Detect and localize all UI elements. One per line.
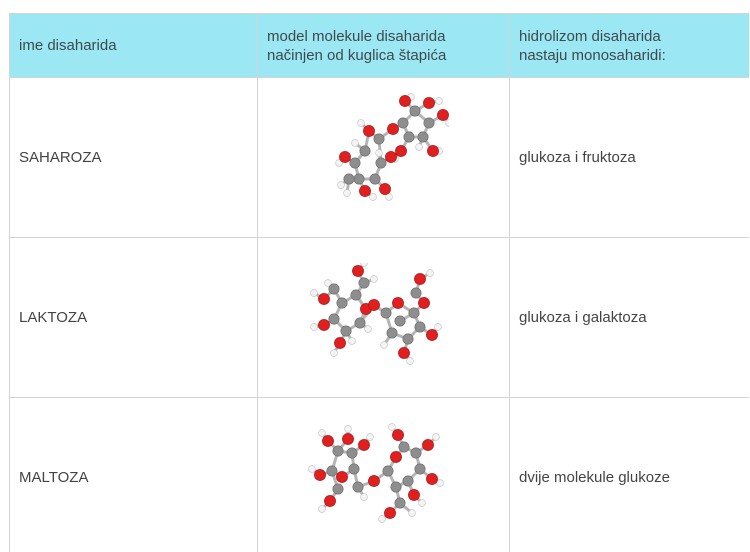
- monosaccharide-products: glukoza i galaktoza: [509, 237, 749, 398]
- model-cell: [257, 77, 510, 238]
- maltose-ball-stick-model-icon: [307, 422, 444, 523]
- monosaccharide-products: glukoza i fruktoza: [509, 77, 749, 238]
- header-name: ime disaharida: [9, 13, 258, 78]
- table-row: LAKTOZA glukoza i galaktoza: [9, 237, 749, 398]
- header-model-line1: model molekule disaharida: [267, 27, 446, 45]
- table-row: SAHAROZA glukoza i fruktoza: [9, 77, 749, 238]
- monosaccharide-products: dvije molekule glukoze: [509, 397, 749, 552]
- disaccharide-name: LAKTOZA: [9, 237, 258, 398]
- header-model-line2: načinjen od kuglica štapića: [267, 46, 447, 64]
- header-name-label: ime disaharida: [19, 37, 117, 54]
- model-cell: [257, 237, 510, 398]
- lactose-ball-stick-model-icon: [309, 262, 442, 365]
- disaccharide-name: MALTOZA: [9, 397, 258, 552]
- table-row: MALTOZA dvije molekule glukoze: [9, 397, 749, 552]
- header-products-line2: nastaju monosaharidi:: [519, 46, 666, 64]
- header-products: hidrolizom disaharida nastaju monosahari…: [509, 13, 749, 78]
- disaccharide-table-container: ime disaharida model molekule disaharida…: [9, 13, 749, 552]
- header-products-line1: hidrolizom disaharida: [519, 27, 661, 45]
- table-header-row: ime disaharida model molekule disaharida…: [9, 13, 749, 78]
- sucrose-ball-stick-model-icon: [334, 92, 449, 201]
- model-cell: [257, 397, 510, 552]
- disaccharide-name: SAHAROZA: [9, 77, 258, 238]
- header-model: model molekule disaharida načinjen od ku…: [257, 13, 510, 78]
- disaccharide-table: ime disaharida model molekule disaharida…: [9, 13, 749, 552]
